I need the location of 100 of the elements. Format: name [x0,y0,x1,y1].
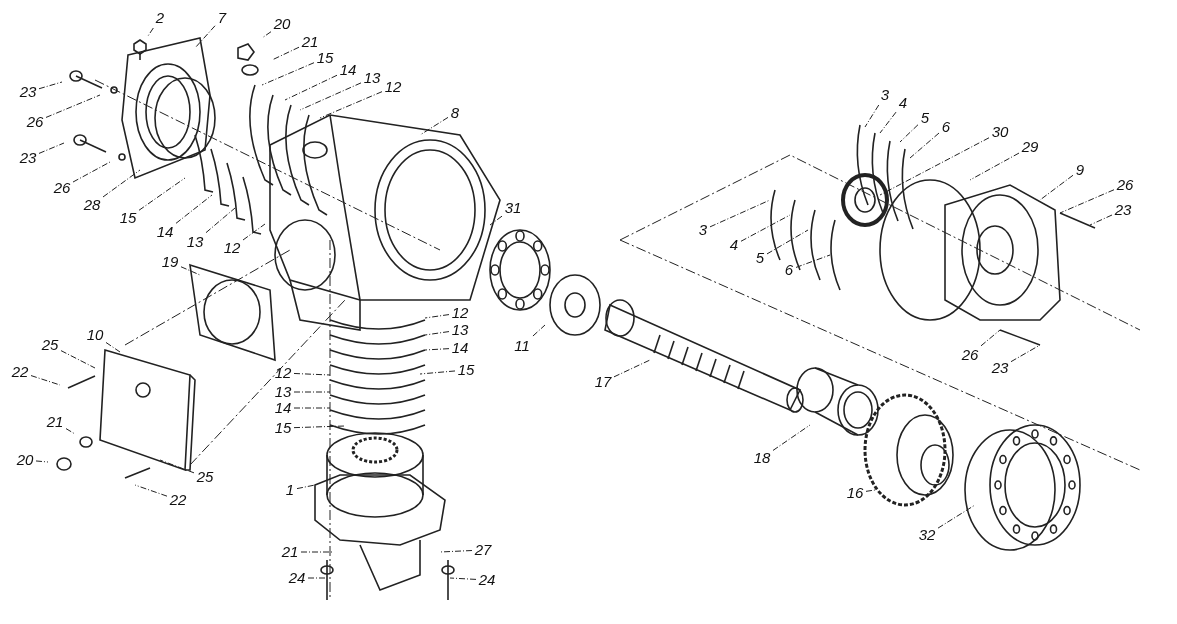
callout-number: 26 [961,347,979,363]
leader-line [532,324,546,337]
leader-line [180,266,201,276]
callout-number: 6 [941,119,951,135]
callout-number: 4 [898,95,908,111]
leader-line [772,424,811,451]
leader-line [980,329,1001,347]
leader-line [307,577,328,579]
leader-line [449,577,477,580]
callout-number: 27 [474,542,492,558]
leader-line [1039,174,1074,201]
callout-number: 25 [196,469,214,485]
callout-number: 14 [451,340,469,356]
leader-line [30,375,61,386]
callout-number: 26 [1116,177,1134,193]
callout-number: 3 [698,222,708,238]
callout-number: 23 [19,150,37,166]
callout-number: 9 [1075,162,1085,178]
callout-number: 22 [11,364,29,380]
callout-number: 21 [301,34,319,50]
callout-number: 15 [316,50,334,66]
callout-number: 21 [281,544,299,560]
callout-number: 14 [339,62,357,78]
callout-number: 12 [274,365,292,381]
leader-line [740,214,791,242]
callout-number: 15 [457,362,475,378]
callout-number: 8 [450,105,460,121]
leader-line [38,81,63,90]
leader-line [489,215,503,226]
leader-line [293,425,346,429]
leader-line [937,504,976,529]
leader-line [1059,189,1115,214]
leader-line [293,391,331,393]
callout-number: 1 [285,482,295,498]
leader-line [419,370,456,375]
callout-number: 20 [16,452,34,468]
callout-number: 3 [880,87,890,103]
leader-line [72,161,111,183]
callout-number: 15 [274,420,292,436]
leader-line [65,428,76,435]
leader-line [102,169,141,198]
leader-line [1089,214,1113,226]
callout-number: 17 [594,374,612,390]
callout-number: 20 [273,16,291,32]
callout-number: 12 [451,305,469,321]
callout-number: 13 [274,384,292,400]
callout-number: 4 [729,237,739,253]
callout-number: 23 [1114,202,1132,218]
callout-number: 12 [223,240,241,256]
leader-line [60,350,96,369]
leader-line [105,342,121,353]
callout-number: 5 [755,250,765,266]
leader-line [299,82,362,111]
callout-number: 30 [991,124,1009,140]
callout-number: 29 [1021,139,1039,155]
leader-line [284,74,338,101]
leader-line [424,331,450,336]
callout-number: 16 [846,485,864,501]
callout-number: 24 [478,572,496,588]
callout-number: 14 [274,400,292,416]
callout-number: 23 [991,360,1009,376]
callout-number: 28 [83,197,101,213]
callout-number: 14 [156,224,174,240]
leader-line [1010,344,1041,363]
leader-line [319,91,383,119]
callout-number: 13 [186,234,204,250]
leader-line [194,25,216,49]
leader-line [38,142,65,154]
leader-line [864,104,880,128]
callout-number: 13 [363,70,381,86]
callout-number: 21 [46,414,64,430]
callout-number: 11 [513,338,531,354]
callout-number: 7 [217,10,227,26]
leader-line [296,484,316,490]
leader-line [300,551,334,553]
callout-number: 32 [918,527,936,543]
leader-line [613,359,651,378]
leader-line [709,199,771,228]
callout-number: 26 [26,114,44,130]
callout-number: 31 [504,200,522,216]
callout-number: 23 [19,84,37,100]
leader-line [795,254,831,268]
leader-line [261,31,272,39]
leader-line [147,27,154,37]
leader-line [134,484,168,497]
leader-line [865,489,876,492]
leader-line [35,460,49,463]
leader-line [271,46,300,61]
callout-number: 12 [384,79,402,95]
callout-number: 2 [155,10,165,26]
leader-line [242,223,266,241]
leader-line [138,177,186,211]
leader-line [261,62,315,86]
leader-line [205,207,236,234]
leader-line [293,407,331,409]
callout-number: 15 [119,210,137,226]
leader-line [419,116,449,136]
leader-line [879,137,990,196]
callout-number: 22 [169,492,187,508]
leader-line [766,229,809,255]
